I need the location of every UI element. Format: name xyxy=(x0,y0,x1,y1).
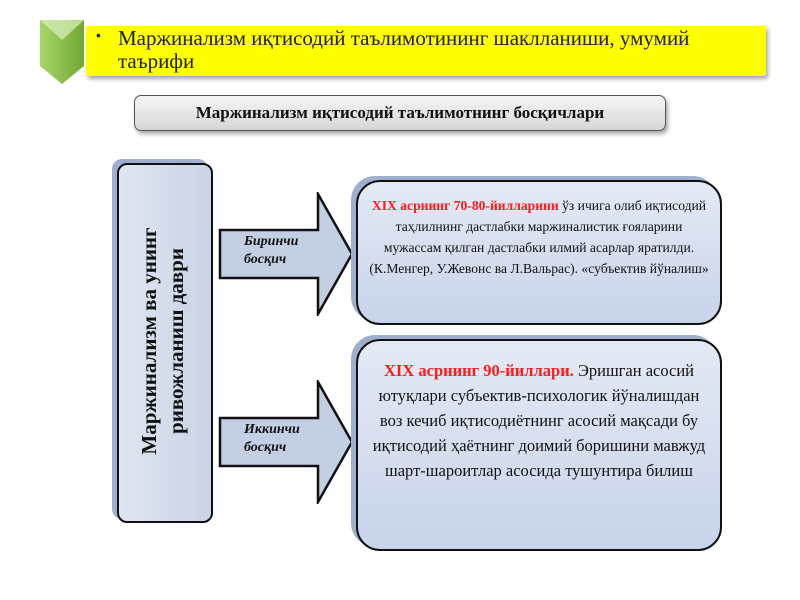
stage-1-label: Биринчи босқич xyxy=(244,233,314,269)
stage-1-label-text: Биринчи босқич xyxy=(244,234,299,267)
stage-1-description: XIX асрнинг 70-80-йилларини ўз ичига оли… xyxy=(356,180,722,325)
chevron-down-icon xyxy=(40,20,84,84)
page-title: Маржинализм иқтисодий таълимотининг шакл… xyxy=(118,26,690,73)
title-bar xyxy=(86,26,766,76)
title-bullet: • xyxy=(96,27,101,43)
stage-1-text: ўз ичига олиб иқтисодий таҳлилнинг дастл… xyxy=(369,198,709,276)
section-subtitle: Маржинализм иқтисодий таълимотнинг босқи… xyxy=(134,95,666,131)
stage-2-text: Эришган асосий ютуқлари субъектив-психол… xyxy=(372,361,706,480)
stage-1-arrow-icon xyxy=(218,192,354,316)
stage-2-label: Иккинчи босқич xyxy=(244,421,314,457)
stage-2-arrow-icon xyxy=(218,380,354,504)
stage-2-description: XIX асрнинг 90-йиллари. Эришган асосий ю… xyxy=(356,339,722,551)
stage-2-period: XIX асрнинг 90-йиллари. xyxy=(384,361,574,380)
stage-1-period: XIX асрнинг 70-80-йилларини xyxy=(371,198,559,213)
stage-2-label-text: Иккинчи босқич xyxy=(244,422,300,455)
period-box-label: Маржинализм ва унинг ривожланиш даври xyxy=(137,227,188,455)
period-box xyxy=(117,163,213,523)
